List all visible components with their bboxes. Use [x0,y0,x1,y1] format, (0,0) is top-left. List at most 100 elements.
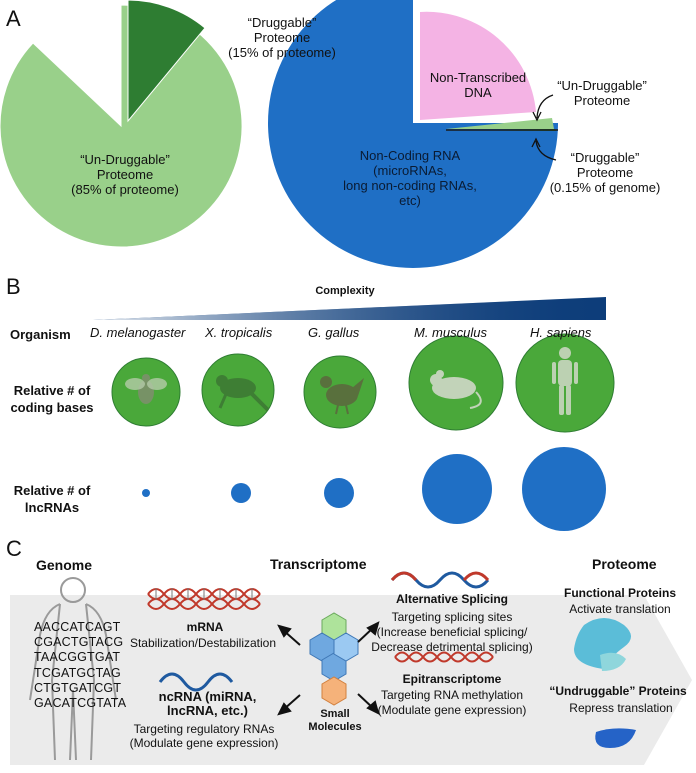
small-molecules-label: Small Molecules [300,708,370,734]
arrow-druggable [535,140,557,161]
row-label-coding-line1: Relative # of [13,383,91,398]
pie2-nontranscribed-line1: Non-Transcribed [429,70,527,85]
row-label-lncrna-line1: Relative # of [13,483,91,498]
lnc-circle-dmel [142,489,150,497]
pie2-druggable-line2: Proteome [576,165,634,180]
lnc-circle-mmus [422,454,492,524]
seq-line-1: AACCATCAGT [34,620,121,634]
ncrna-desc-line2: (Modulate gene expression) [129,736,279,750]
pie2-noncoding-label: Non-Coding RNA (microRNAs, long non-codi… [330,148,490,208]
pie-proteome [0,0,243,248]
organism-dmel: D. melanogaster [90,325,186,340]
functional-proteins-desc: Activate translation [569,602,671,616]
pie2-noncoding-slice [268,0,558,268]
functional-proteins-title: Functional Proteins [563,586,676,600]
organism-hsap: H. sapiens [530,325,592,340]
genome-sequences: AACCATCAGT CGACTGTACG TAACGGTGAT TCGATGC… [34,620,126,711]
alt-desc-line2: (Increase beneficial splicing/ [376,625,528,639]
pie1-druggable-label: “Druggable” Proteome (15% of proteome) [212,15,352,60]
organism-mmus: M. musculus [414,325,487,340]
pie1-undruggable-line1: “Un-Druggable” [80,152,170,167]
pie1-druggable-line2: Proteome [253,30,311,45]
lnc-circle-hsap [522,447,606,531]
fly-icon [125,374,167,404]
pie2-nontranscribed-label: Non-Transcribed DNA [408,70,548,100]
coding-circles [111,333,615,433]
pie1-undruggable-line3: (85% of proteome) [71,182,179,197]
epitranscriptome-title: Epitranscriptome [402,672,502,686]
ncrna-title-line1: ncRNA (miRNA, [158,689,257,704]
pie2-noncoding-line1: Non-Coding RNA [359,148,461,163]
organism-ggal: G. gallus [308,325,360,340]
row-label-coding: Relative # of coding bases [2,382,102,416]
pie1-druggable-slice [127,0,206,123]
pie2-undruggable-label: “Un-Druggable” Proteome [547,78,657,108]
seq-line-6: GACATCGTATA [34,696,127,711]
panel-b-letter: B [6,274,21,299]
small-molecules-line2: Molecules [308,721,362,733]
mrna-title: mRNA [186,620,224,634]
undruggable-proteins-title: “Undruggable” Proteins [549,684,687,698]
pie2-undruggable-line2: Proteome [573,93,631,108]
alt-desc-line1: Targeting splicing sites [391,610,513,624]
pie2-druggable-line3: (0.15% of genome) [549,180,661,195]
arrow-undruggable [536,94,554,119]
panel-c-letter: C [6,536,22,561]
mrna-helix-icon [147,588,261,610]
pie1-undruggable-slice [0,4,243,248]
lnc-circle-xtro [231,483,251,503]
pathway-arrow-band [10,595,692,765]
frog-icon [216,375,270,412]
ncrna-title: ncRNA (miRNA, lncRNA, etc.) [140,690,275,718]
seq-line-3: TAACGGTGAT [34,650,121,665]
small-molecule-arrows [277,621,380,716]
alt-splicing-wave-icon [390,571,490,589]
panel-a-letter: A [6,6,21,31]
small-molecule-icon [309,612,359,706]
alt-desc-line3: Decrease detrimental splicing) [371,640,533,654]
ncrna-title-line2: lncRNA, etc.) [167,703,248,718]
pie1-undruggable-label: “Un-Druggable” Proteome (85% of proteome… [50,152,200,197]
pie2-undruggable-slice [446,118,554,129]
pie2-noncoding-line4: etc) [399,193,421,208]
alt-splicing-title: Alternative Splicing [395,592,509,606]
epi-desc-line2: (Modulate gene expression) [377,703,527,717]
chicken-icon [320,376,364,415]
transcriptome-title: Transcriptome [270,556,367,572]
pie-genome [268,0,558,268]
proteome-title: Proteome [592,556,657,572]
pie1-undruggable-line2: Proteome [96,167,154,182]
row-label-lncrna: Relative # of lncRNAs [2,482,102,516]
epitranscriptome-helix-icon [394,651,494,663]
alt-splicing-desc: Targeting splicing sites (Increase benef… [357,610,547,655]
pie2-nontranscribed-line2: DNA [464,85,492,100]
mrna-desc: Stabilization/Destabilization [129,636,277,650]
seq-line-4: TCGATGCTAG [34,665,121,680]
pie1-druggable-line1: “Druggable” [247,15,317,30]
seq-line-5: CTGTGATCGT [34,680,122,695]
ncrna-desc: Targeting regulatory RNAs (Modulate gene… [114,722,294,750]
undruggable-protein-icon [595,728,636,748]
organism-xtro: X. tropicalis [205,325,273,340]
undruggable-proteins-desc: Repress translation [569,701,673,715]
seq-line-2: CGACTGTACG [34,635,124,650]
pie1-druggable-line3: (15% of proteome) [228,45,336,60]
pie2-nontranscribed-slice [420,11,536,120]
lnc-circle-ggal [324,478,354,508]
pie2-undruggable-line1: “Un-Druggable” [557,78,647,93]
pie2-noncoding-line2: (microRNAs, [373,163,447,178]
pie2-druggable-line1: “Druggable” [570,150,640,165]
row-label-lncrna-line2: lncRNAs [24,500,80,515]
mouse-icon [430,370,482,409]
complexity-label: Complexity [315,285,375,297]
human-outline-icon [29,577,117,761]
row-label-organism: Organism [10,327,71,342]
human-icon [552,347,578,415]
lncrna-circles [142,447,606,531]
row-label-coding-line2: coding bases [10,400,94,415]
functional-protein-icon [574,618,631,669]
ncrna-desc-line1: Targeting regulatory RNAs [133,722,275,736]
ncrna-wave-icon [158,672,234,692]
epi-desc-line1: Targeting RNA methylation [380,688,524,702]
